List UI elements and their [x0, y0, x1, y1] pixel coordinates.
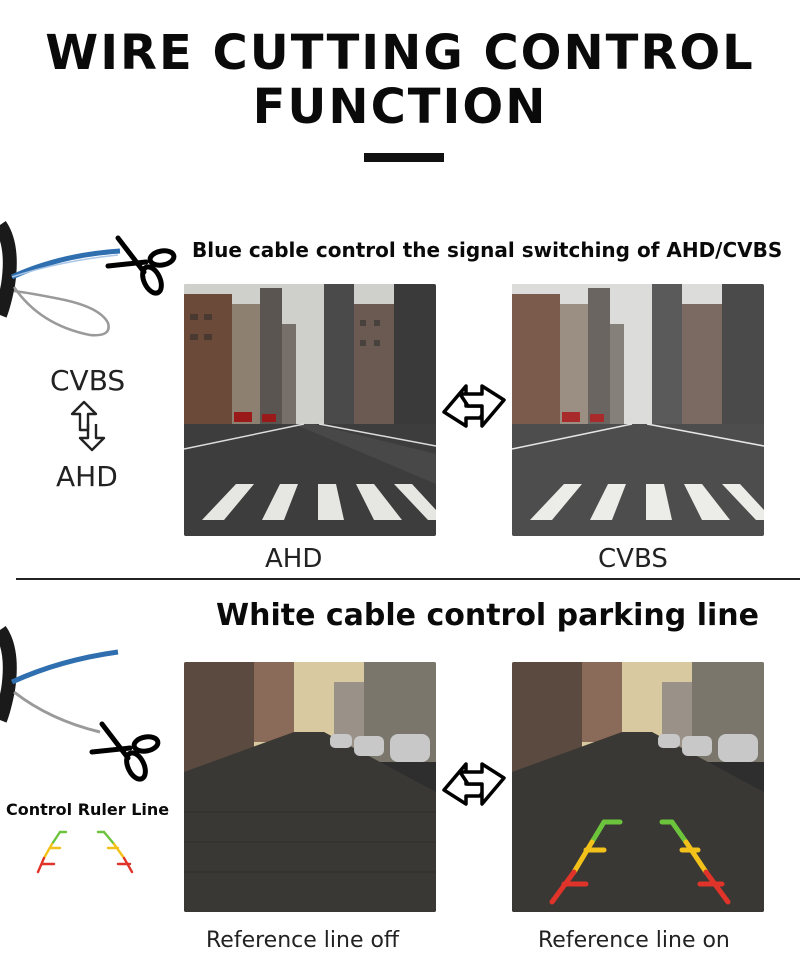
control-ruler-label: Control Ruler Line [6, 800, 170, 819]
ahd-street-image [184, 284, 436, 536]
up-down-arrows-icon [70, 400, 106, 452]
page-title-line2: FUNCTION [252, 79, 548, 135]
section2-heading: White cable control parking line [216, 598, 759, 633]
cvbs-street-image [512, 284, 764, 536]
blue-cable-illustration [0, 220, 121, 337]
ruler-line-icon [36, 830, 134, 874]
scissors-icon [105, 235, 177, 296]
white-cable-illustration [0, 625, 119, 734]
reference-on-label: Reference line on [538, 928, 730, 953]
cvbs-image-label: CVBS [598, 544, 668, 574]
reference-off-label: Reference line off [206, 928, 400, 953]
reference-line-on-image [512, 662, 764, 912]
page-title-line1: WIRE CUTTING CONTROL [45, 25, 755, 81]
section1-heading: Blue cable control the signal switching … [192, 238, 783, 262]
ahd-image-label: AHD [265, 544, 323, 574]
reference-line-off-image [184, 662, 436, 912]
scissors-icon [89, 721, 161, 782]
mode-label-cvbs: CVBS [50, 364, 126, 397]
swap-arrows-icon [442, 762, 506, 806]
mode-label-ahd: AHD [56, 460, 118, 493]
section-divider [16, 578, 800, 580]
swap-arrows-icon [442, 384, 506, 428]
title-underline [364, 153, 444, 162]
